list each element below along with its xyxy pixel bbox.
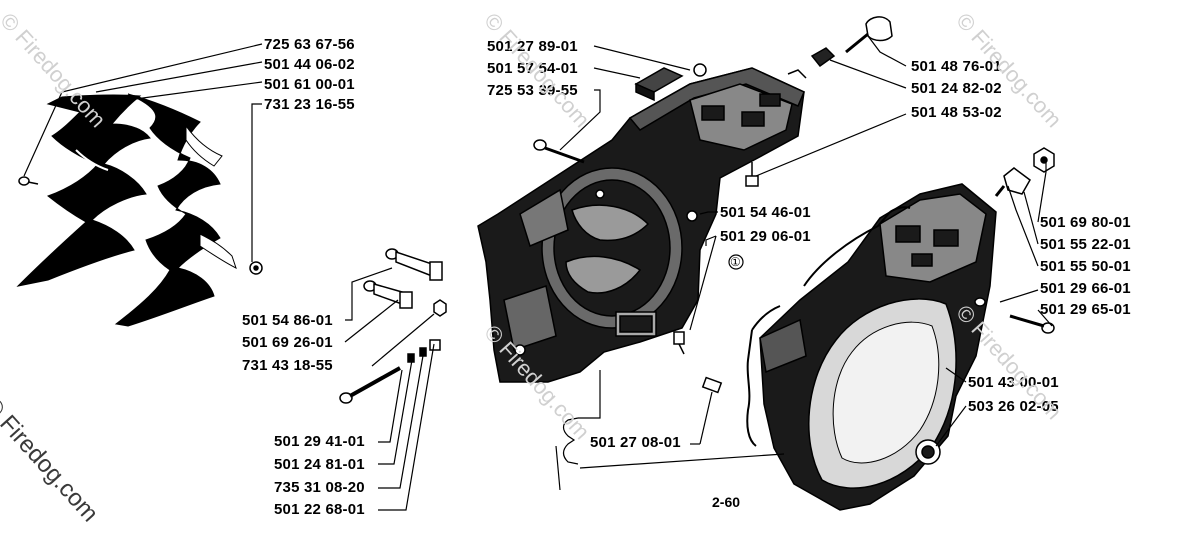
part-label-501-24-82-02: 501 24 82-02 <box>911 80 1002 97</box>
circled-marker-text: ① <box>730 255 741 269</box>
stud-lower <box>363 280 413 309</box>
part-label-501-29-41-01: 501 29 41-01 <box>274 433 365 450</box>
part-label-501-61-00-01: 501 61 00-01 <box>264 76 355 93</box>
figure-number: 2-60 <box>712 494 741 510</box>
bolt-long-center-top <box>533 139 585 164</box>
part-label-501-54-46-01: 501 54 46-01 <box>720 204 811 221</box>
part-label-501-29-66-01: 501 29 66-01 <box>1040 280 1131 297</box>
part-label-503-26-02-05: 503 26 02-05 <box>968 398 1059 415</box>
long-bolt-lower-left <box>339 366 401 404</box>
part-label-501-54-86-01: 501 54 86-01 <box>242 312 333 329</box>
part-label-501-69-80-01: 501 69 80-01 <box>1040 214 1131 231</box>
rubber-block <box>634 67 684 102</box>
fitting-right <box>1033 147 1055 173</box>
crankcase-right-half <box>759 183 997 511</box>
clip-part <box>787 69 807 79</box>
part-label-501-55-50-01: 501 55 50-01 <box>1040 258 1131 275</box>
part-label-501-27-08-01: 501 27 08-01 <box>590 434 681 451</box>
part-label-731-23-16-55: 731 23 16-55 <box>264 96 355 113</box>
part-label-501-43-00-01: 501 43 00-01 <box>968 374 1059 391</box>
nut-mid <box>433 299 447 317</box>
part-label-501-48-53-02: 501 48 53-02 <box>911 104 1002 121</box>
valve-right <box>994 167 1031 197</box>
circled-marker <box>728 254 744 270</box>
part-label-501-57-54-01: 501 57 54-01 <box>487 60 578 77</box>
pin-lower-center <box>673 331 685 355</box>
nut-small-left <box>249 261 263 275</box>
heat-shield <box>16 93 237 327</box>
part-label-501-27-89-01: 501 27 89-01 <box>487 38 578 55</box>
spring-part <box>810 47 836 68</box>
gasket <box>746 206 911 447</box>
screw-center-top <box>745 162 759 187</box>
part-label-735-31-08-20: 735 31 08-20 <box>274 479 365 496</box>
part-label-501-29-65-01: 501 29 65-01 <box>1040 301 1131 318</box>
part-label-501-44-06-02: 501 44 06-02 <box>264 56 355 73</box>
part-label-501-48-76-01: 501 48 76-01 <box>911 58 1002 75</box>
leader-lines <box>23 35 1053 511</box>
part-label-501-55-22-01: 501 55 22-01 <box>1040 236 1131 253</box>
crankcase-left-half <box>477 67 805 383</box>
nut-top-center <box>693 63 707 77</box>
pin-right <box>701 376 723 394</box>
part-label-725-53-39-55: 725 53 39-55 <box>487 82 578 99</box>
part-label-501-22-68-01: 501 22 68-01 <box>274 501 365 518</box>
part-label-501-29-06-01: 501 29 06-01 <box>720 228 811 245</box>
cap-top-right <box>845 16 893 54</box>
stud-upper <box>385 248 443 281</box>
part-label-731-43-18-55: 731 43 18-55 <box>242 357 333 374</box>
small-washers <box>407 339 441 363</box>
screw-small-left <box>18 176 39 186</box>
part-label-501-24-81-01: 501 24 81-01 <box>274 456 365 473</box>
part-label-725-63-67-56: 725 63 67-56 <box>264 36 355 53</box>
part-label-501-69-26-01: 501 69 26-01 <box>242 334 333 351</box>
